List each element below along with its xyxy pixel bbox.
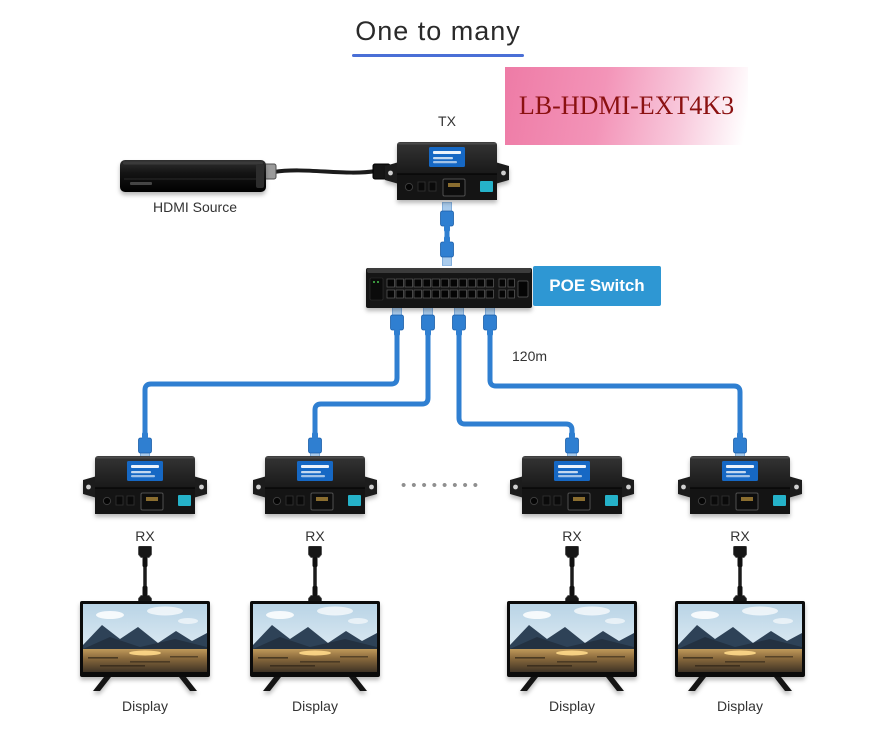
ethernet-cable-3: [456, 332, 575, 438]
rx-extender-device-4: [678, 455, 802, 515]
display-device-4: [675, 601, 805, 691]
hdmi-cables-rx-to-display: [138, 546, 747, 607]
model-label: LB-HDMI-EXT4K3: [505, 67, 748, 145]
rx-label-3: RX: [562, 528, 582, 544]
title-block: One to many: [352, 16, 524, 57]
tx-label: TX: [438, 113, 456, 129]
poe-switch-badge: POE Switch: [533, 266, 661, 306]
ethernet-plugs-rx-top: [138, 432, 747, 462]
diagram-title: One to many: [355, 16, 521, 46]
ethernet-cable-4: [487, 332, 743, 438]
rx-extender-device-3: [510, 455, 634, 515]
ethernet-cable-tx-to-switch: [440, 202, 454, 266]
rx-label-4: RX: [730, 528, 750, 544]
hdmi-plug-icon: [733, 546, 747, 568]
ethernet-cable-2: [312, 332, 431, 438]
rx-extender-device-2: [253, 455, 377, 515]
hdmi-source-label: HDMI Source: [152, 199, 238, 215]
rj45-plug-icon: [390, 306, 404, 336]
tx-extender-device: [385, 141, 509, 201]
distance-label: 120m: [512, 348, 548, 364]
display-device-3: [507, 601, 637, 691]
display-label-3: Display: [549, 698, 595, 714]
rx-extender-device-1: [83, 455, 207, 515]
rj45-plug-icon: [483, 306, 497, 336]
rx-label-1: RX: [135, 528, 155, 544]
ethernet-cable-1: [142, 332, 400, 438]
ethernet-plugs-switch-bottom: [390, 306, 497, 336]
hdmi-cable-source-to-tx: [259, 163, 391, 180]
display-label-2: Display: [292, 698, 338, 714]
rx-label-2: RX: [305, 528, 325, 544]
display-device-1: [80, 601, 210, 691]
hdmi-plug-icon: [138, 546, 152, 568]
display-label-1: Display: [122, 698, 168, 714]
rj45-plug-icon: [452, 306, 466, 336]
hdmi-source-device: [120, 159, 267, 193]
ethernet-cables-switch-to-rx: [142, 332, 743, 438]
rj45-plug-icon: [421, 306, 435, 336]
rj45-plug-icon: [440, 236, 454, 266]
poe-switch-device: [366, 267, 532, 309]
display-label-4: Display: [717, 698, 763, 714]
title-underline: [352, 54, 524, 57]
ellipsis-dots: ••••••••: [400, 477, 483, 494]
hdmi-plug-icon: [565, 546, 579, 568]
hdmi-plug-icon: [308, 546, 322, 568]
display-device-2: [250, 601, 380, 691]
